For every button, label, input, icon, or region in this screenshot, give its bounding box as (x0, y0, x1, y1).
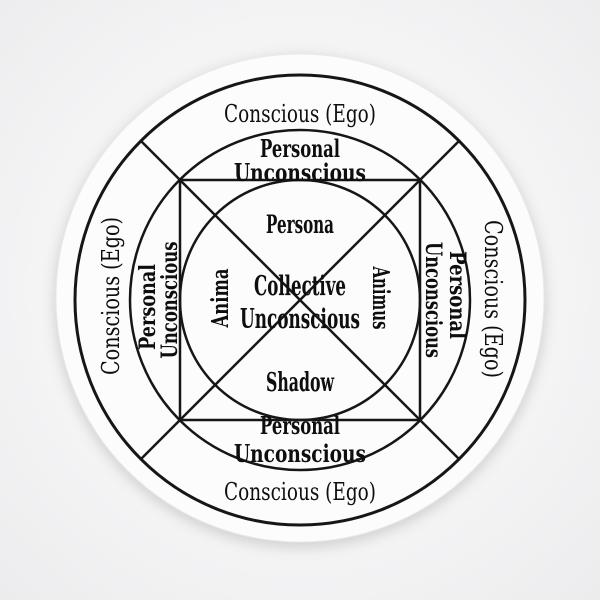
diagonal-line-ne-sw (140, 140, 460, 460)
middle-ring-label-personal-bottom: Personal (260, 411, 340, 440)
middle-ring-label-unconscious-bottom: Unconscious (234, 439, 366, 468)
center-label-unconscious: Unconscious (240, 304, 360, 335)
middle-ring-label-unconscious-left: Unconscious (157, 242, 183, 359)
inscribed-square (178, 178, 422, 422)
quadrant-label-persona: Persona (266, 210, 334, 239)
middle-ring-label-unconscious-right: Unconscious (420, 242, 446, 358)
outer-circle-conscious-ego (73, 73, 527, 527)
middle-ring-label-personal-right: Personal (444, 251, 470, 339)
outer-ring-label-left: Conscious (Ego) (97, 217, 125, 375)
middle-ring-label-personal-top: Personal (260, 134, 340, 163)
psyche-diagram: Conscious (Ego) Conscious (Ego) Consciou… (73, 73, 527, 527)
center-label-collective: Collective (254, 271, 346, 302)
middle-circle-personal-unconscious (128, 128, 472, 472)
outer-ring-label-top: Conscious (Ego) (224, 100, 376, 128)
outer-ring-label-bottom: Conscious (Ego) (224, 478, 376, 506)
middle-ring-label-unconscious-top: Unconscious (234, 158, 366, 187)
middle-ring-label-personal-left: Personal (135, 264, 161, 350)
quadrant-label-anima: Anima (207, 268, 234, 328)
quadrant-label-animus: Animus (367, 266, 394, 330)
outer-ring-label-right: Conscious (Ego) (479, 220, 507, 378)
quadrant-label-shadow: Shadow (266, 368, 334, 398)
